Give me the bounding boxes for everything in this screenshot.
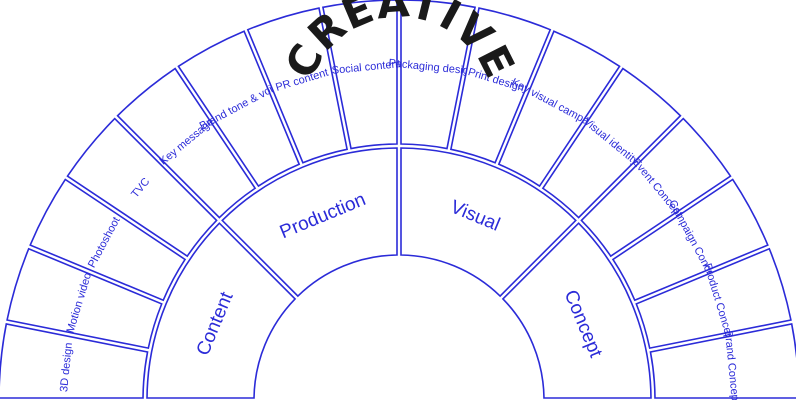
category-segment-visual [400, 147, 577, 298]
service-label-3d-design: 3D design [58, 342, 75, 392]
service-segment-visual-identity [541, 67, 682, 219]
service-segment-3d-design [0, 322, 149, 399]
service-segment-social-content [321, 0, 398, 150]
service-segment-product-concept [635, 247, 792, 350]
service-segment-campaign-concept [611, 178, 769, 302]
service-segment-event-concept [580, 117, 732, 258]
service-segment-brand-tone-voice [177, 30, 301, 188]
category-segment-content [146, 222, 297, 399]
category-segment-concept [501, 222, 652, 399]
service-segment-motion-video [6, 247, 163, 350]
service-segment-brand-concept [649, 322, 796, 399]
service-segment-print-design [449, 7, 552, 164]
service-segment-packaging-design [400, 0, 477, 150]
category-segment-production [221, 147, 398, 298]
service-segment-key-visual-campaign [497, 30, 621, 188]
service-segment-photoshoot [29, 178, 187, 302]
service-segment-tvc [66, 117, 218, 258]
service-segment-pr-content [246, 7, 349, 164]
service-segment-key-message [116, 67, 257, 219]
